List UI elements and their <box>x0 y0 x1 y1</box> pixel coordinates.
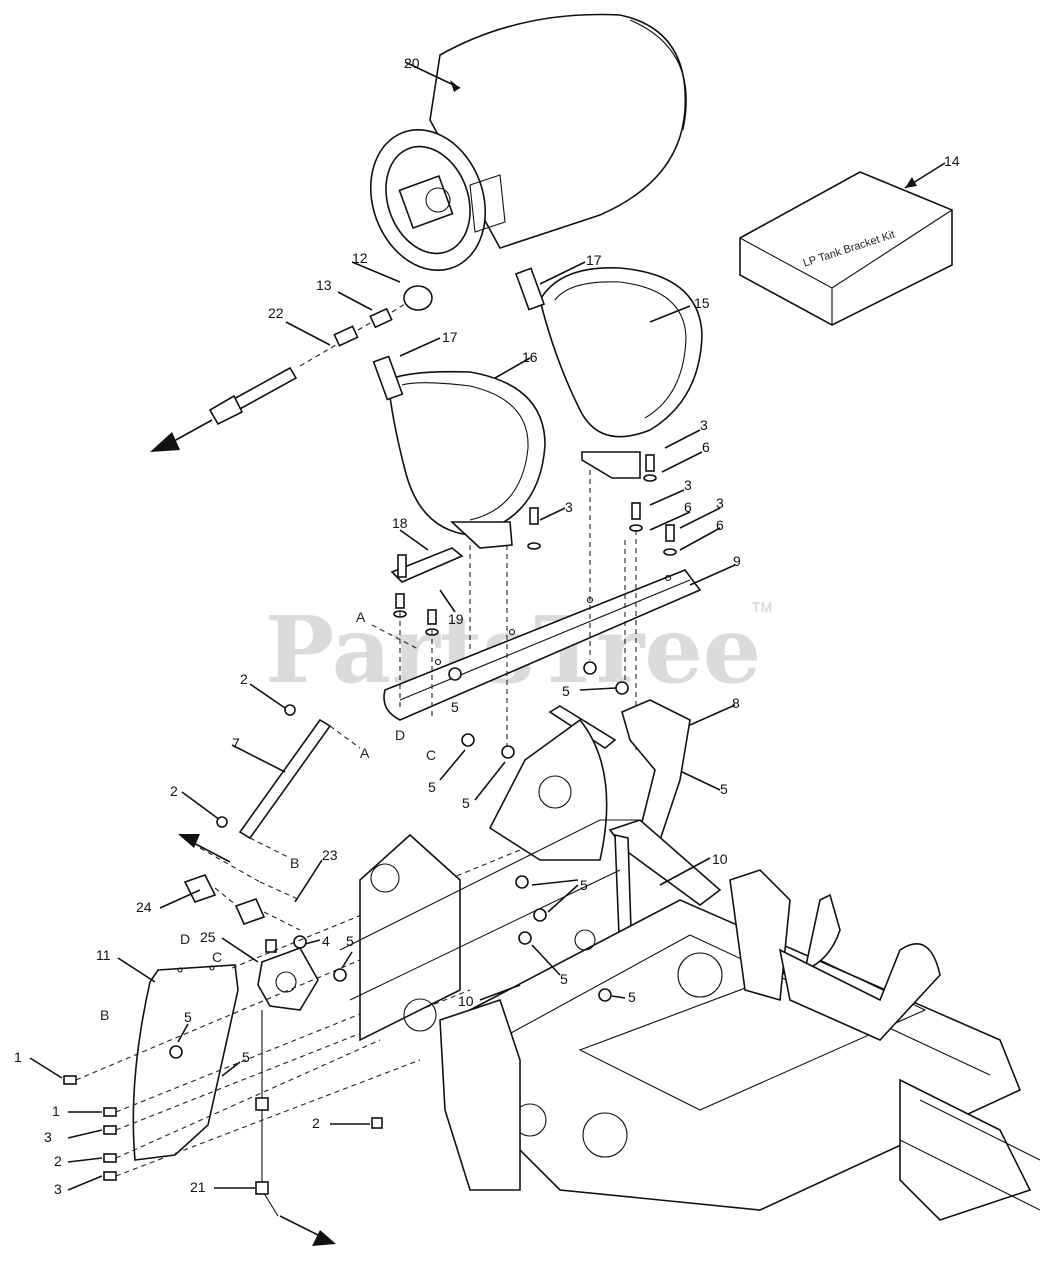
regulator-25 <box>257 935 319 1011</box>
callout-1-a: 1 <box>14 1049 22 1065</box>
callout-20: 20 <box>404 55 420 71</box>
callout-1-b: 1 <box>52 1103 60 1119</box>
letter-a-top: A <box>356 609 366 625</box>
hose-assembly <box>208 285 433 426</box>
bolts-and-washers <box>393 454 677 636</box>
callout-25: 25 <box>200 929 216 945</box>
callout-11: 11 <box>96 947 111 963</box>
callout-14: 14 <box>944 153 960 169</box>
callout-2-c: 2 <box>54 1153 62 1169</box>
callout-5-j: 5 <box>560 971 568 987</box>
letter-c-plate: C <box>426 747 436 763</box>
callout-17-right: 17 <box>586 252 602 268</box>
mounting-plate-9 <box>383 569 702 721</box>
callout-5-e: 5 <box>720 781 728 797</box>
callout-22: 22 <box>268 305 284 321</box>
callout-10-left: 10 <box>458 993 474 1009</box>
callout-5-h: 5 <box>242 1049 250 1065</box>
bracket-8 <box>621 699 691 842</box>
callout-3-d: 3 <box>565 499 573 515</box>
callout-21: 21 <box>190 1179 206 1195</box>
callout-5-i: 5 <box>580 877 588 893</box>
letter-b-side: B <box>100 1007 109 1023</box>
callout-5-f: 5 <box>346 933 354 949</box>
callout-2-a: 2 <box>240 671 248 687</box>
hose-direction-arrow <box>150 432 180 452</box>
leader-20 <box>404 61 461 89</box>
callout-9: 9 <box>733 553 741 569</box>
callout-24: 24 <box>136 899 152 915</box>
callout-6-a: 6 <box>702 439 710 455</box>
callout-7-left: 7 <box>232 735 240 751</box>
callout-8: 8 <box>732 695 740 711</box>
callout-3-c: 3 <box>716 495 724 511</box>
callout-5-c: 5 <box>428 779 436 795</box>
rod-direction-arrow <box>178 834 200 848</box>
callout-6-b: 6 <box>684 499 692 515</box>
callout-17-left: 17 <box>442 329 458 345</box>
callout-12: 12 <box>352 250 368 266</box>
callout-5-a: 5 <box>451 699 459 715</box>
letter-a-rod: A <box>360 745 370 761</box>
tank-bracket-kit-box: LP Tank Bracket Kit <box>739 171 953 326</box>
callout-3-f: 3 <box>54 1181 62 1197</box>
callout-2-d: 2 <box>312 1115 320 1131</box>
callout-3-b: 3 <box>684 477 692 493</box>
callout-19: 19 <box>448 611 464 627</box>
callout-13: 13 <box>316 277 332 293</box>
callout-5-g: 5 <box>184 1009 192 1025</box>
lp-tank <box>369 13 687 272</box>
callout-3-e: 3 <box>44 1129 52 1145</box>
callout-10-right: 10 <box>712 851 728 867</box>
letter-b-rod: B <box>290 855 299 871</box>
callout-6-c: 6 <box>716 517 724 533</box>
letter-c-side: C <box>212 949 222 965</box>
rod-7-left <box>238 718 332 840</box>
letter-d-side: D <box>180 931 190 947</box>
watermark-trademark: TM <box>752 599 772 615</box>
callout-5-b: 5 <box>562 683 570 699</box>
tank-strap-right <box>514 266 703 479</box>
hose-21-direction-arrow <box>312 1230 336 1246</box>
bracket-18 <box>390 547 464 583</box>
callout-15: 15 <box>694 295 710 311</box>
side-bolts <box>63 1075 117 1181</box>
mower-frame <box>339 718 1041 1221</box>
tank-strap-left <box>372 355 546 549</box>
letter-d-plate: D <box>395 727 405 743</box>
callout-5-d: 5 <box>462 795 470 811</box>
callout-4: 4 <box>322 933 330 949</box>
callout-23: 23 <box>322 847 338 863</box>
callout-16: 16 <box>522 349 538 365</box>
rod-23-24 <box>183 847 301 931</box>
side-bracket-11 <box>132 964 239 1161</box>
callout-3-a: 3 <box>700 417 708 433</box>
callout-5-k: 5 <box>628 989 636 1005</box>
callout-18: 18 <box>392 515 408 531</box>
callout-2-b: 2 <box>170 783 178 799</box>
